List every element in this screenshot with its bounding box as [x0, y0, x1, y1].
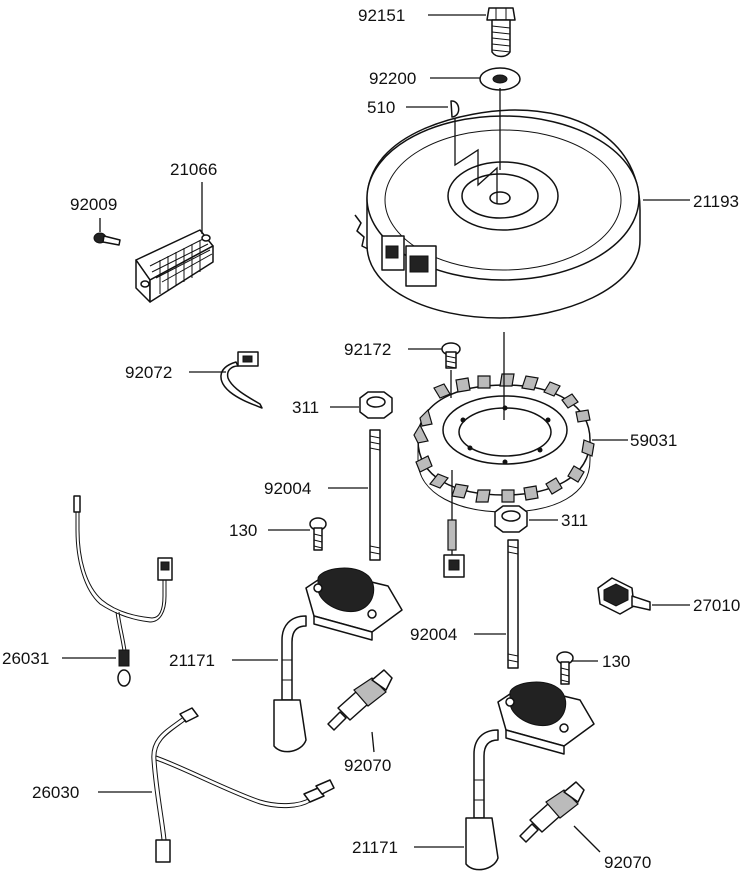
callout-92200: 92200: [369, 69, 416, 88]
callout-92004-upper: 92004: [264, 479, 311, 498]
key-leader-line: [454, 118, 498, 204]
callout-59031: 59031: [630, 431, 677, 450]
ignition-coil-21171-left: [273, 567, 403, 753]
callout-21066: 21066: [170, 160, 217, 179]
leader-lines: [62, 14, 690, 853]
wire-harness-26030: [151, 707, 335, 863]
stator-lead: [443, 470, 465, 578]
callout-92151: 92151: [358, 6, 405, 25]
washer-92200: [479, 67, 521, 91]
stud-92004-left: [369, 429, 381, 561]
nut-311-lower: [494, 505, 528, 533]
callout-21171-upper: 21171: [169, 651, 215, 670]
stud-92004-right: [507, 539, 519, 669]
callout-26031: 26031: [2, 649, 49, 668]
callout-130-upper: 130: [229, 521, 257, 540]
wire-harness-26031: [73, 495, 173, 687]
bolt-92151: [486, 7, 516, 58]
callout-21193: 21193: [693, 192, 739, 211]
screw-92009: [93, 232, 121, 246]
regulator-21066: [135, 229, 214, 303]
callout-92072: 92072: [125, 363, 172, 382]
spark-plug-92070-lower: [519, 781, 585, 843]
screw-92172: [441, 342, 461, 369]
switch-27010: [597, 577, 651, 615]
flywheel-21193: [354, 109, 641, 319]
callout-92009: 92009: [70, 195, 117, 214]
screw-130-left: [309, 517, 327, 551]
key-510: [450, 100, 460, 118]
screw-130-right: [556, 651, 574, 685]
ignition-coil-21171-right: [465, 681, 595, 871]
cable-tie-92072: [220, 351, 263, 409]
callout-26030: 26030: [32, 783, 79, 802]
callout-92172: 92172: [344, 340, 391, 359]
callout-92004-lower: 92004: [410, 625, 457, 644]
callout-311-lower: 311: [561, 511, 588, 530]
callout-21171-lower: 21171: [352, 838, 398, 857]
nut-311-upper: [359, 391, 393, 419]
callout-130-lower: 130: [602, 652, 630, 671]
callout-510: 510: [367, 98, 395, 117]
callout-92070-lower: 92070: [604, 853, 651, 872]
stator-59031: [413, 373, 595, 513]
callout-27010: 27010: [693, 596, 740, 615]
callout-92070-upper: 92070: [344, 756, 391, 775]
spark-plug-92070-upper: [327, 669, 393, 731]
callout-labels: 92151 92200 510 21066 21193 92009 92172 …: [2, 6, 740, 872]
callout-311-upper: 311: [292, 398, 319, 417]
